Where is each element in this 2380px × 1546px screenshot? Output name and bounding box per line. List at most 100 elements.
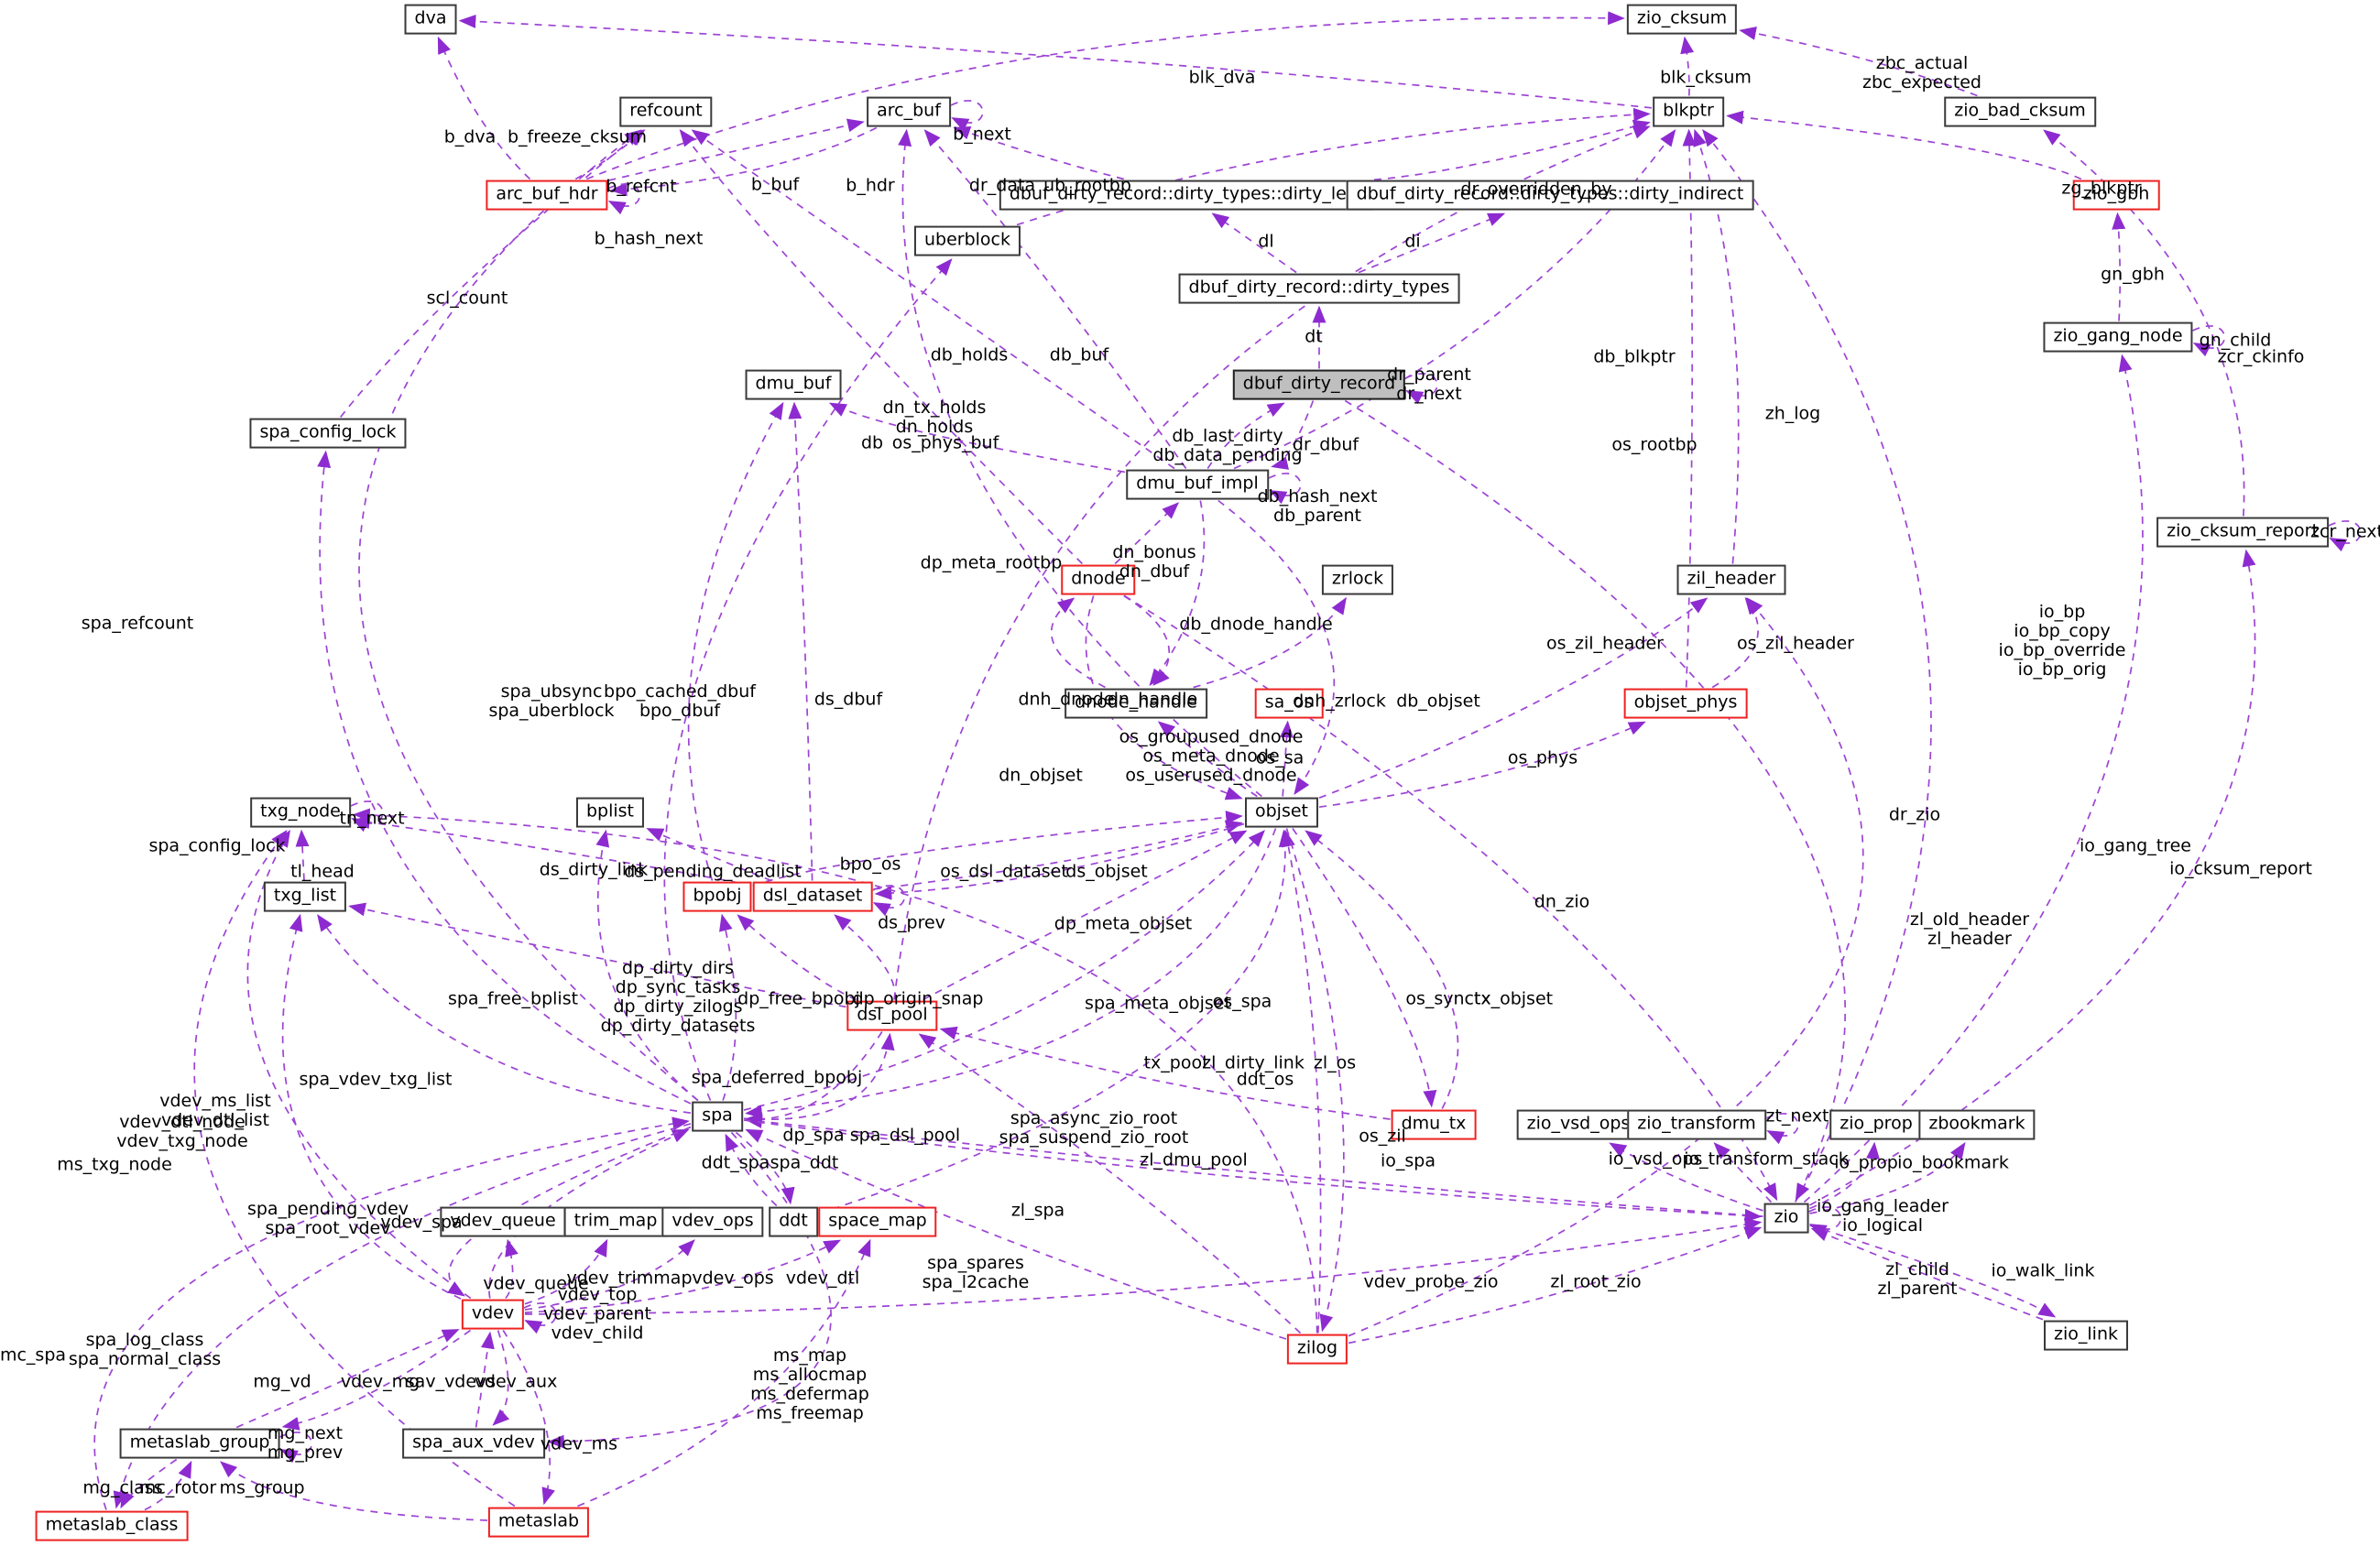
dependency-edge bbox=[828, 402, 1126, 474]
node-objset[interactable]: objset bbox=[1244, 797, 1319, 828]
dependency-edge bbox=[2112, 212, 2126, 321]
dependency-edge bbox=[1211, 212, 1297, 274]
node-spa_config_lock[interactable]: spa_config_lock bbox=[249, 418, 407, 449]
node-arc_buf[interactable]: arc_buf bbox=[867, 96, 951, 127]
dependency-edge bbox=[1693, 128, 1740, 564]
dependency-edge bbox=[743, 1032, 895, 1120]
dependency-edge bbox=[834, 914, 896, 1000]
dependency-edge bbox=[1609, 1142, 1763, 1212]
dependency-edge bbox=[743, 1119, 1763, 1223]
node-blkptr[interactable]: blkptr bbox=[1653, 96, 1724, 127]
node-zio_cksum[interactable]: zio_cksum bbox=[1626, 4, 1738, 35]
dependency-edge bbox=[745, 1115, 1763, 1217]
node-metaslab_group[interactable]: metaslab_group bbox=[119, 1428, 280, 1459]
node-dirty_types[interactable]: dbuf_dirty_record::dirty_types bbox=[1178, 273, 1460, 304]
node-dva[interactable]: dva bbox=[404, 4, 457, 35]
node-zio[interactable]: zio bbox=[1763, 1203, 1809, 1234]
dependency-edge bbox=[818, 829, 1293, 1214]
node-zio_prop[interactable]: zio_prop bbox=[1829, 1109, 1923, 1140]
node-objset_phys[interactable]: objset_phys bbox=[1623, 688, 1748, 719]
node-zio_cksum_report[interactable]: zio_cksum_report bbox=[2156, 517, 2329, 548]
dependency-edge bbox=[743, 830, 1265, 1111]
dependency-edge bbox=[505, 1238, 519, 1300]
dependency-edge bbox=[317, 450, 692, 1105]
node-dbuf_dirty_record[interactable]: dbuf_dirty_record bbox=[1232, 369, 1406, 400]
dependency-edge bbox=[437, 36, 531, 180]
node-spa_aux_vdev[interactable]: spa_aux_vdev bbox=[402, 1428, 545, 1459]
dependency-edge bbox=[317, 913, 692, 1115]
node-dirty_indirect[interactable]: dbuf_dirty_record::dirty_types::dirty_in… bbox=[1346, 180, 1754, 211]
node-uberblock[interactable]: uberblock bbox=[913, 225, 1021, 256]
dependency-edge bbox=[475, 1331, 495, 1428]
dependency-edge bbox=[492, 1330, 510, 1426]
node-space_map[interactable]: space_map bbox=[818, 1206, 937, 1237]
node-dnode[interactable]: dnode bbox=[1061, 564, 1136, 595]
dependency-edge bbox=[1726, 110, 2082, 180]
dependency-edge bbox=[1348, 1226, 1763, 1345]
dependency-edge bbox=[1206, 402, 1285, 469]
dependency-edge bbox=[348, 902, 846, 1008]
dependency-edge bbox=[737, 914, 857, 1001]
dependency-edge bbox=[458, 14, 1653, 109]
dependency-edge bbox=[586, 11, 1625, 180]
node-dmu_tx[interactable]: dmu_tx bbox=[1391, 1109, 1477, 1140]
dependency-edge bbox=[1233, 128, 1676, 470]
dependency-edge bbox=[893, 125, 1651, 1000]
node-dmu_buf[interactable]: dmu_buf bbox=[745, 369, 842, 400]
node-dsl_pool[interactable]: dsl_pool bbox=[846, 1000, 938, 1031]
dependency-edge bbox=[220, 1461, 488, 1521]
node-trim_map[interactable]: trim_map bbox=[563, 1206, 668, 1237]
node-sa_os[interactable]: sa_os bbox=[1254, 688, 1324, 719]
dependency-edge bbox=[1193, 596, 1348, 689]
node-vdev_queue[interactable]: vdev_queue bbox=[440, 1206, 566, 1237]
node-arc_buf_hdr[interactable]: arc_buf_hdr bbox=[486, 180, 608, 211]
node-zio_link[interactable]: zio_link bbox=[2044, 1320, 2128, 1351]
node-zio_gang_node[interactable]: zio_gang_node bbox=[2043, 321, 2193, 353]
node-zilog[interactable]: zilog bbox=[1286, 1334, 1348, 1365]
dependency-edge bbox=[524, 1238, 608, 1305]
node-dirty_leaf[interactable]: dbuf_dirty_record::dirty_types::dirty_le… bbox=[999, 180, 1374, 211]
dependency-edge bbox=[193, 830, 516, 1508]
dependency-edge bbox=[1123, 594, 1778, 1202]
dependency-edge bbox=[873, 820, 1243, 890]
node-zil_header[interactable]: zil_header bbox=[1676, 564, 1786, 595]
dependency-edge bbox=[1305, 830, 1459, 1109]
node-zio_vsd_ops[interactable]: zio_vsd_ops bbox=[1516, 1109, 1641, 1140]
dependency-edge bbox=[1285, 828, 1345, 1333]
node-dsl_dataset[interactable]: dsl_dataset bbox=[752, 881, 873, 912]
dependency-edge bbox=[939, 1026, 1391, 1120]
node-vdev[interactable]: vdev bbox=[461, 1299, 525, 1330]
node-dmu_buf_impl[interactable]: dmu_buf_impl bbox=[1126, 469, 1269, 500]
dependency-edge bbox=[1682, 128, 1697, 688]
node-metaslab_class[interactable]: metaslab_class bbox=[35, 1510, 189, 1541]
dependency-edge bbox=[1765, 1113, 1799, 1145]
node-zio_gbh[interactable]: zio_gbh bbox=[2072, 180, 2160, 211]
dependency-edge bbox=[923, 830, 1248, 1001]
node-metaslab[interactable]: metaslab bbox=[487, 1507, 590, 1538]
node-zbookmark[interactable]: zbookmark bbox=[1918, 1109, 2036, 1140]
node-ddt[interactable]: ddt bbox=[769, 1206, 818, 1237]
node-zio_bad_cksum[interactable]: zio_bad_cksum bbox=[1944, 96, 2096, 127]
dependency-edge bbox=[1404, 373, 1438, 405]
node-vdev_ops[interactable]: vdev_ops bbox=[661, 1206, 764, 1237]
dependency-edge bbox=[1217, 499, 1336, 796]
dependency-edge bbox=[1318, 721, 1646, 809]
node-dnode_handle[interactable]: dnode_handle bbox=[1064, 688, 1207, 719]
dependency-edge bbox=[745, 1128, 1287, 1340]
node-txg_node[interactable]: txg_node bbox=[250, 797, 351, 828]
dependency-edge bbox=[923, 129, 1187, 469]
node-refcount[interactable]: refcount bbox=[619, 96, 713, 127]
node-zrlock[interactable]: zrlock bbox=[1321, 564, 1394, 595]
dependency-edge bbox=[953, 125, 1124, 180]
node-bpobj[interactable]: bpobj bbox=[682, 881, 752, 912]
node-spa[interactable]: spa bbox=[692, 1101, 743, 1132]
dependency-edge bbox=[950, 100, 984, 132]
dependency-edge bbox=[1358, 212, 1506, 274]
dependency-edge bbox=[609, 126, 878, 197]
node-txg_list[interactable]: txg_list bbox=[263, 881, 347, 912]
dependency-edge bbox=[595, 829, 699, 1102]
dependency-edge bbox=[745, 1031, 883, 1127]
node-zio_transform[interactable]: zio_transform bbox=[1627, 1109, 1766, 1140]
node-bplist[interactable]: bplist bbox=[575, 797, 645, 828]
dependency-edge bbox=[502, 1330, 555, 1506]
